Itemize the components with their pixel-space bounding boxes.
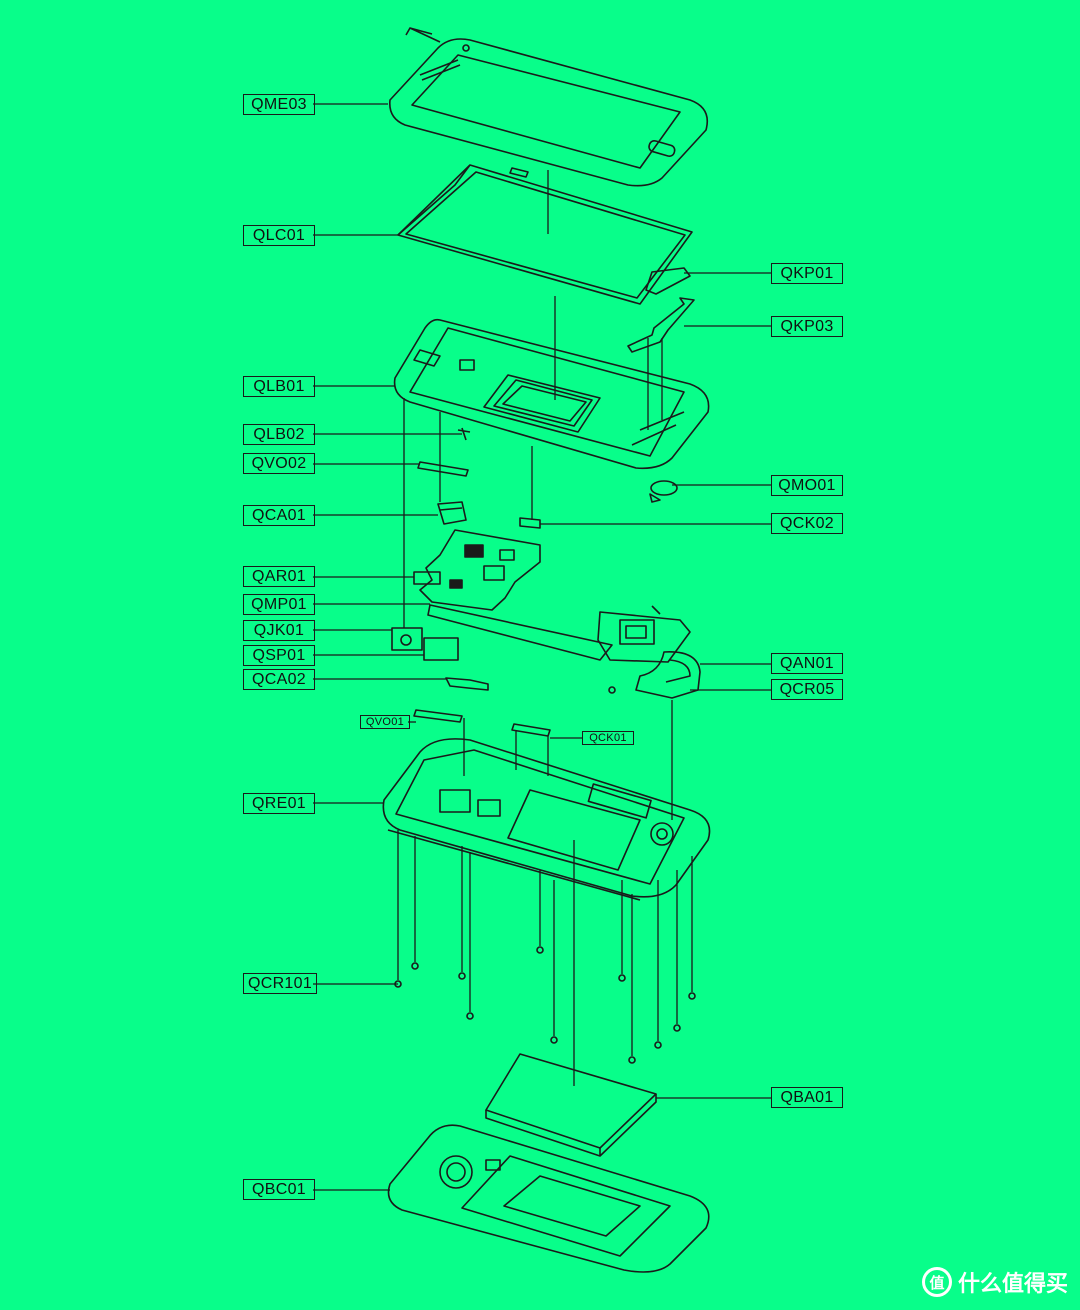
- clip-qck01: [511, 723, 551, 737]
- label-qmo01: QMO01: [771, 475, 843, 496]
- label-qan01: QAN01: [771, 653, 843, 674]
- label-qre01: QRE01: [243, 793, 315, 814]
- volume-flex-qvo01: [413, 709, 463, 723]
- flex-qca02: [445, 677, 489, 691]
- label-qsp01: QSP01: [243, 645, 315, 666]
- label-qjk01: QJK01: [243, 620, 315, 641]
- rear-case: [382, 738, 711, 901]
- label-qmp01: QMP01: [243, 594, 315, 615]
- antenna-module: [635, 651, 701, 699]
- watermark: 值 什么值得买: [921, 1266, 1068, 1298]
- clip-qck02: [519, 517, 541, 529]
- label-qca02: QCA02: [243, 669, 315, 690]
- watermark-text: 什么值得买: [957, 1272, 1068, 1297]
- label-qvo01: QVO01: [360, 715, 410, 729]
- screw-qcr05: [608, 686, 616, 694]
- label-qlc01: QLC01: [243, 225, 315, 246]
- watermark-logo-icon: 值: [921, 1267, 952, 1297]
- vibration-motor: [650, 480, 678, 496]
- screw-qlb02: [457, 427, 471, 441]
- battery: [485, 1053, 657, 1157]
- home-key: [645, 267, 691, 295]
- speaker: [423, 637, 459, 661]
- lcd-module: [397, 164, 693, 305]
- label-qcr101: QCR101: [243, 973, 317, 994]
- label-qme03: QME03: [243, 94, 315, 115]
- label-qvo02: QVO02: [243, 453, 315, 474]
- front-bracket: [393, 318, 710, 470]
- receiver-qar01: [413, 571, 441, 585]
- label-qck02: QCK02: [771, 513, 843, 534]
- screws: [394, 946, 696, 1064]
- label-qar01: QAR01: [243, 566, 315, 587]
- main-board: [419, 529, 691, 663]
- label-qlb02: QLB02: [243, 424, 315, 445]
- earjack: [391, 627, 423, 651]
- label-qlb01: QLB01: [243, 376, 315, 397]
- label-qca01: QCA01: [243, 505, 315, 526]
- label-qcr05: QCR05: [771, 679, 843, 700]
- camera-module: [437, 501, 467, 525]
- label-qkp03: QKP03: [771, 316, 843, 337]
- key-fpcb: [627, 297, 695, 353]
- label-qba01: QBA01: [771, 1087, 843, 1108]
- label-qck01: QCK01: [582, 731, 634, 745]
- label-qkp01: QKP01: [771, 263, 843, 284]
- label-qbc01: QBC01: [243, 1179, 315, 1200]
- front-glass-panel: [388, 27, 709, 187]
- battery-cover: [387, 1124, 710, 1273]
- flex-qvo02: [417, 461, 469, 477]
